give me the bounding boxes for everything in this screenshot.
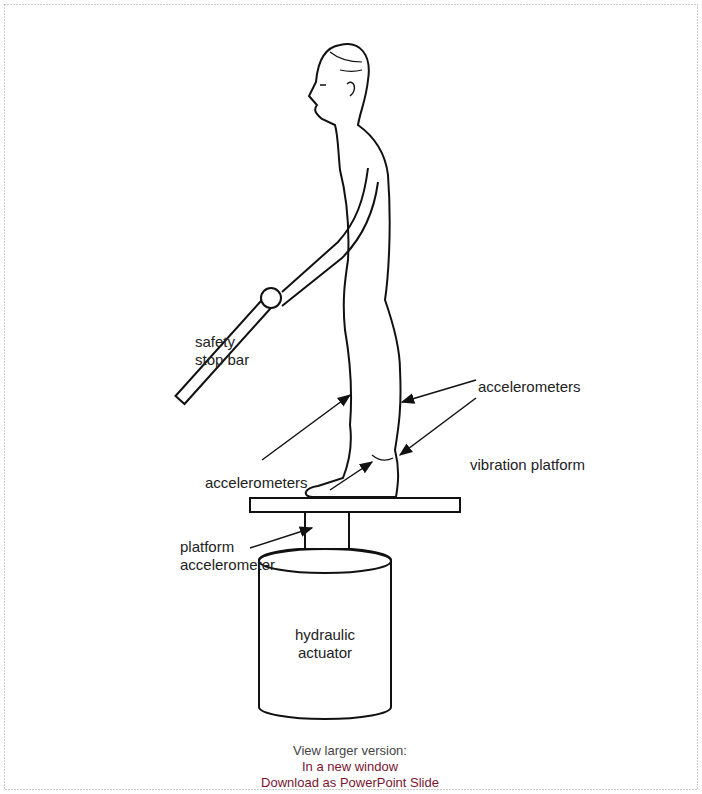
leader-line xyxy=(262,395,350,460)
caption-text: View larger version: xyxy=(200,742,500,760)
actuator-cylinder: hydraulic actuator xyxy=(258,548,392,720)
part-label: vibration platform xyxy=(470,456,630,474)
eye xyxy=(320,84,326,86)
cylinder-top xyxy=(259,549,391,573)
human-figure xyxy=(306,44,401,497)
node-label: hydraulic actuator xyxy=(280,548,370,662)
ear xyxy=(347,82,354,96)
frame-border xyxy=(5,5,698,790)
arm xyxy=(282,168,378,306)
leader-line xyxy=(330,462,372,490)
bar-knob xyxy=(261,288,281,308)
leader-line xyxy=(250,528,312,548)
cylinder-body xyxy=(259,548,391,719)
part-label: safety stop bar xyxy=(195,333,250,369)
caption-link: In a new window xyxy=(200,758,500,776)
hair xyxy=(330,52,362,72)
safety-bar xyxy=(176,296,275,404)
part-label: accelerometers xyxy=(478,378,598,396)
leader-line xyxy=(400,398,476,455)
leader-line xyxy=(402,380,476,402)
part-label: platform accelerometer xyxy=(180,538,280,574)
knee-line xyxy=(372,455,393,460)
caption-link: Download as PowerPoint Slide xyxy=(200,774,500,792)
vibration-platform xyxy=(250,498,460,512)
part-label: accelerometers xyxy=(205,474,325,492)
